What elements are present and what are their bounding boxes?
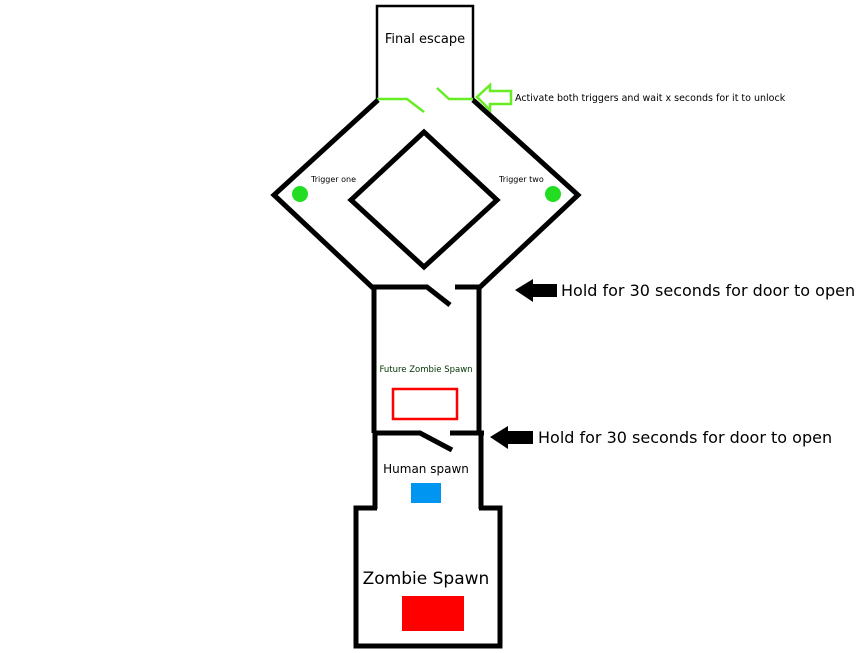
green-arrow-icon [475, 82, 513, 114]
human-spawn-label: Human spawn [383, 462, 469, 476]
corridor-top-wall-left [372, 284, 452, 307]
outer-diamond-left [270, 98, 380, 290]
black-arrow-icon [490, 426, 533, 449]
green-door-right [436, 87, 473, 101]
door2-wall-left [374, 430, 454, 453]
activate-note: Activate both triggers and wait x second… [515, 93, 786, 104]
trigger-one-label: Trigger one [310, 175, 356, 184]
trigger-one-marker [292, 186, 308, 202]
trigger-two-marker [545, 186, 561, 202]
hold-note-1: Hold for 30 seconds for door to open [561, 281, 855, 300]
final-escape-room [375, 4, 475, 100]
trigger-two-label: Trigger two [498, 175, 544, 184]
outer-diamond-right [471, 98, 582, 290]
future-zombie-spawn-label: Future Zombie Spawn [379, 365, 472, 375]
green-door-left [377, 97, 425, 113]
inner-diamond [347, 128, 501, 271]
zombie-spawn-area [402, 596, 464, 631]
zombie-spawn-label: Zombie Spawn [363, 569, 490, 589]
black-arrow-icon [515, 279, 557, 302]
human-spawn-area [411, 483, 441, 503]
zombie-spawn-room [353, 505, 503, 649]
final-escape-label: Final escape [385, 32, 465, 47]
future-zombie-spawn-area [391, 387, 459, 421]
hold-note-2: Hold for 30 seconds for door to open [538, 428, 832, 447]
